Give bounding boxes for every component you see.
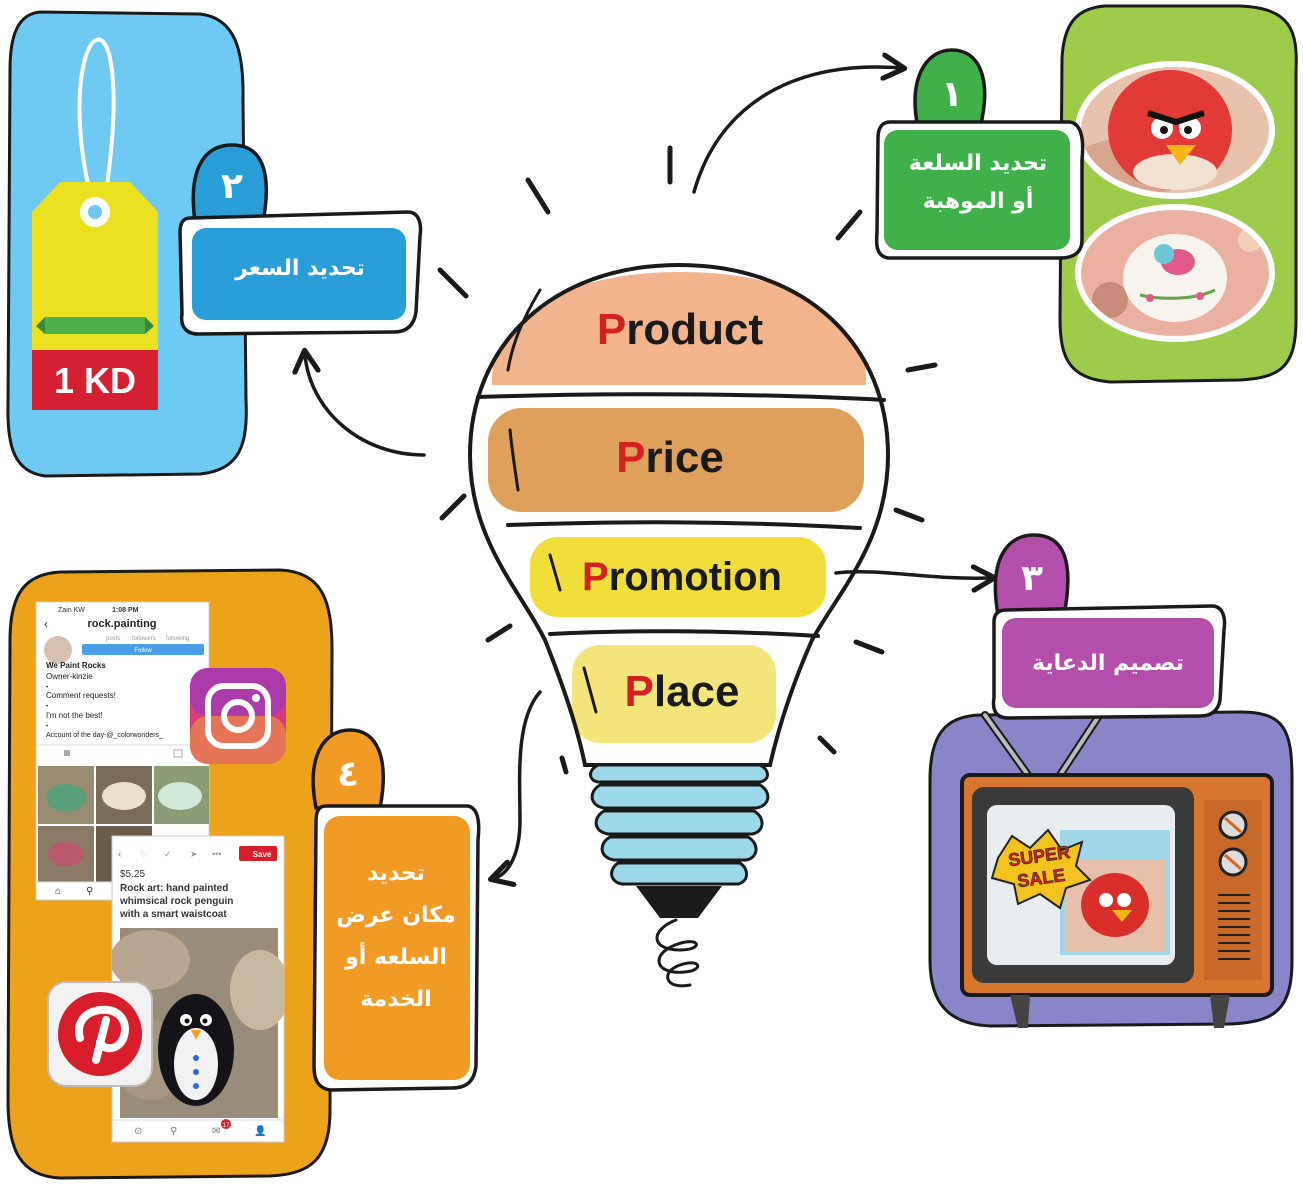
step-2-number-bubble (191, 143, 269, 230)
bulb-rays (437, 145, 938, 775)
tv-sale-line-1: SUPER (1007, 842, 1071, 870)
price-tag-label: 1 KD (54, 360, 136, 401)
ig-stat-following: following (166, 636, 189, 642)
svg-text:➤: ➤ (190, 849, 198, 859)
svg-text:👤: 👤 (254, 1124, 266, 1137)
light-bulb: Product Price Promotion Place (467, 262, 891, 988)
step-1-label-line-2: أو الموهبة (923, 185, 1034, 214)
ig-account-name: rock.painting (87, 618, 156, 630)
step-2-label-line-1: تحديد السعر (234, 256, 365, 281)
instagram-logo-icon (190, 668, 286, 764)
bulb-label-product-initial: P (597, 305, 626, 354)
step-4-number: ٤ (337, 754, 359, 795)
step-1-number-bubble (913, 48, 987, 130)
ig-status-carrier: Zain KW (58, 607, 85, 614)
connector-arrows (305, 67, 990, 878)
step-4: ٤ تحديد مكان عرض السلعه أو الخدمة (311, 728, 481, 1092)
ig-bio-line-1: We Paint Rocks (46, 661, 106, 670)
ig-bio-line-5: • (46, 704, 48, 710)
pinterest-logo-icon (47, 981, 153, 1087)
arrow-to-product (692, 67, 900, 194)
ig-follow-button[interactable] (82, 644, 204, 655)
ig-bio-line-4: Comment requests! (46, 691, 116, 700)
ig-home-icon: ⌂ (55, 886, 61, 897)
pin-save-label: Save (253, 850, 272, 859)
svg-text:✉: ✉ (212, 1126, 220, 1137)
step-4-label-line-2: مكان عرض (336, 903, 455, 928)
ig-bio-line-2: Owner-kinzie (46, 672, 93, 681)
bulb-section-place-fill (572, 645, 776, 743)
bulb-label-place: Place (625, 667, 740, 716)
pin-save-button[interactable] (239, 846, 277, 861)
bulb-section-price-fill (488, 408, 864, 512)
step-1: ١ تحديد السلعة أو الموهبة (874, 48, 1085, 260)
ig-bio-line-8: Account of the day-@_colorwonders_ (46, 732, 163, 739)
step-3-number-bubble (993, 533, 1070, 617)
svg-text:⚲: ⚲ (170, 1126, 177, 1137)
arrow-to-promotion (834, 572, 990, 578)
bulb-label-product-rest: roduct (626, 305, 763, 354)
bulb-section-product-fill (491, 272, 867, 385)
svg-text:‹: ‹ (118, 849, 121, 860)
svg-text:✓: ✓ (164, 849, 172, 859)
ig-stat-posts: posts (106, 636, 120, 642)
pin-price: $5.25 (120, 869, 145, 880)
step-3: ٣ تصميم الدعاية (991, 533, 1227, 720)
step-3-label-box (1002, 618, 1214, 708)
bulb-label-place-rest: lace (654, 667, 740, 716)
bulb-label-promotion-initial: P (582, 555, 609, 599)
bulb-section-promotion-fill (530, 537, 826, 617)
pin-title-line-2: whimsical rock penguin (119, 896, 233, 907)
ig-stat-followers: followers (132, 636, 156, 642)
step-1-number: ١ (941, 74, 963, 115)
bulb-label-price: Price (616, 433, 724, 482)
ig-bio-line-6: I'm not the best! (46, 711, 103, 720)
step-2-label-box (192, 228, 406, 320)
step-4-label-line-3: السلعه أو (344, 941, 447, 970)
bulb-label-place-initial: P (625, 667, 654, 716)
svg-text:♡: ♡ (140, 849, 148, 859)
bulb-label-product: Product (597, 305, 764, 354)
step-1-label-line-1: تحديد السلعة (909, 151, 1047, 176)
pin-notification-badge: 17 (223, 1123, 230, 1129)
ig-search-icon: ⚲ (86, 886, 93, 897)
step-4-label-box (324, 816, 470, 1080)
bird-rock-photo (1075, 204, 1275, 342)
product-card (1058, 4, 1298, 384)
bulb-label-promotion: Promotion (582, 555, 782, 599)
price-card: 1 KD (6, 10, 248, 478)
ig-bio-line-7: • (46, 724, 48, 730)
ig-status-time: 1:08 PM (112, 607, 139, 614)
step-4-label-line-1: تحديد (367, 861, 425, 886)
arrow-to-price (305, 355, 426, 457)
promotion-card: SUPER SALE (928, 698, 1294, 1028)
step-2-number: ٢ (221, 166, 243, 207)
bulb-label-price-rest: rice (646, 433, 724, 482)
step-4-label-line-4: الخدمة (360, 987, 431, 1012)
ig-back-icon: ‹ (44, 617, 48, 631)
ig-follow-label: Follow (134, 648, 152, 654)
place-card: Zain KW 1:08 PM ‹ rock.painting posts fo… (6, 568, 334, 1180)
arrow-to-place (495, 690, 542, 878)
step-1-label-box (884, 130, 1070, 250)
pin-title-line-3: with a smart waistcoat (119, 909, 227, 920)
svg-text:•••: ••• (212, 849, 221, 859)
bulb-label-price-initial: P (616, 433, 645, 482)
step-2: ٢ تحديد السعر (178, 143, 423, 336)
pin-title-line-1: Rock art: hand painted (120, 883, 228, 894)
step-4-number-bubble (311, 728, 385, 810)
bulb-label-promotion-rest: romotion (609, 555, 782, 599)
step-3-number: ٣ (1021, 558, 1043, 599)
step-3-label-line-1: تصميم الدعاية (1032, 651, 1184, 676)
svg-text:⊙: ⊙ (134, 1126, 142, 1137)
ig-bio-line-3: • (46, 685, 48, 691)
tv-icon: SUPER SALE (960, 698, 1274, 1028)
price-tag-icon (32, 37, 158, 410)
